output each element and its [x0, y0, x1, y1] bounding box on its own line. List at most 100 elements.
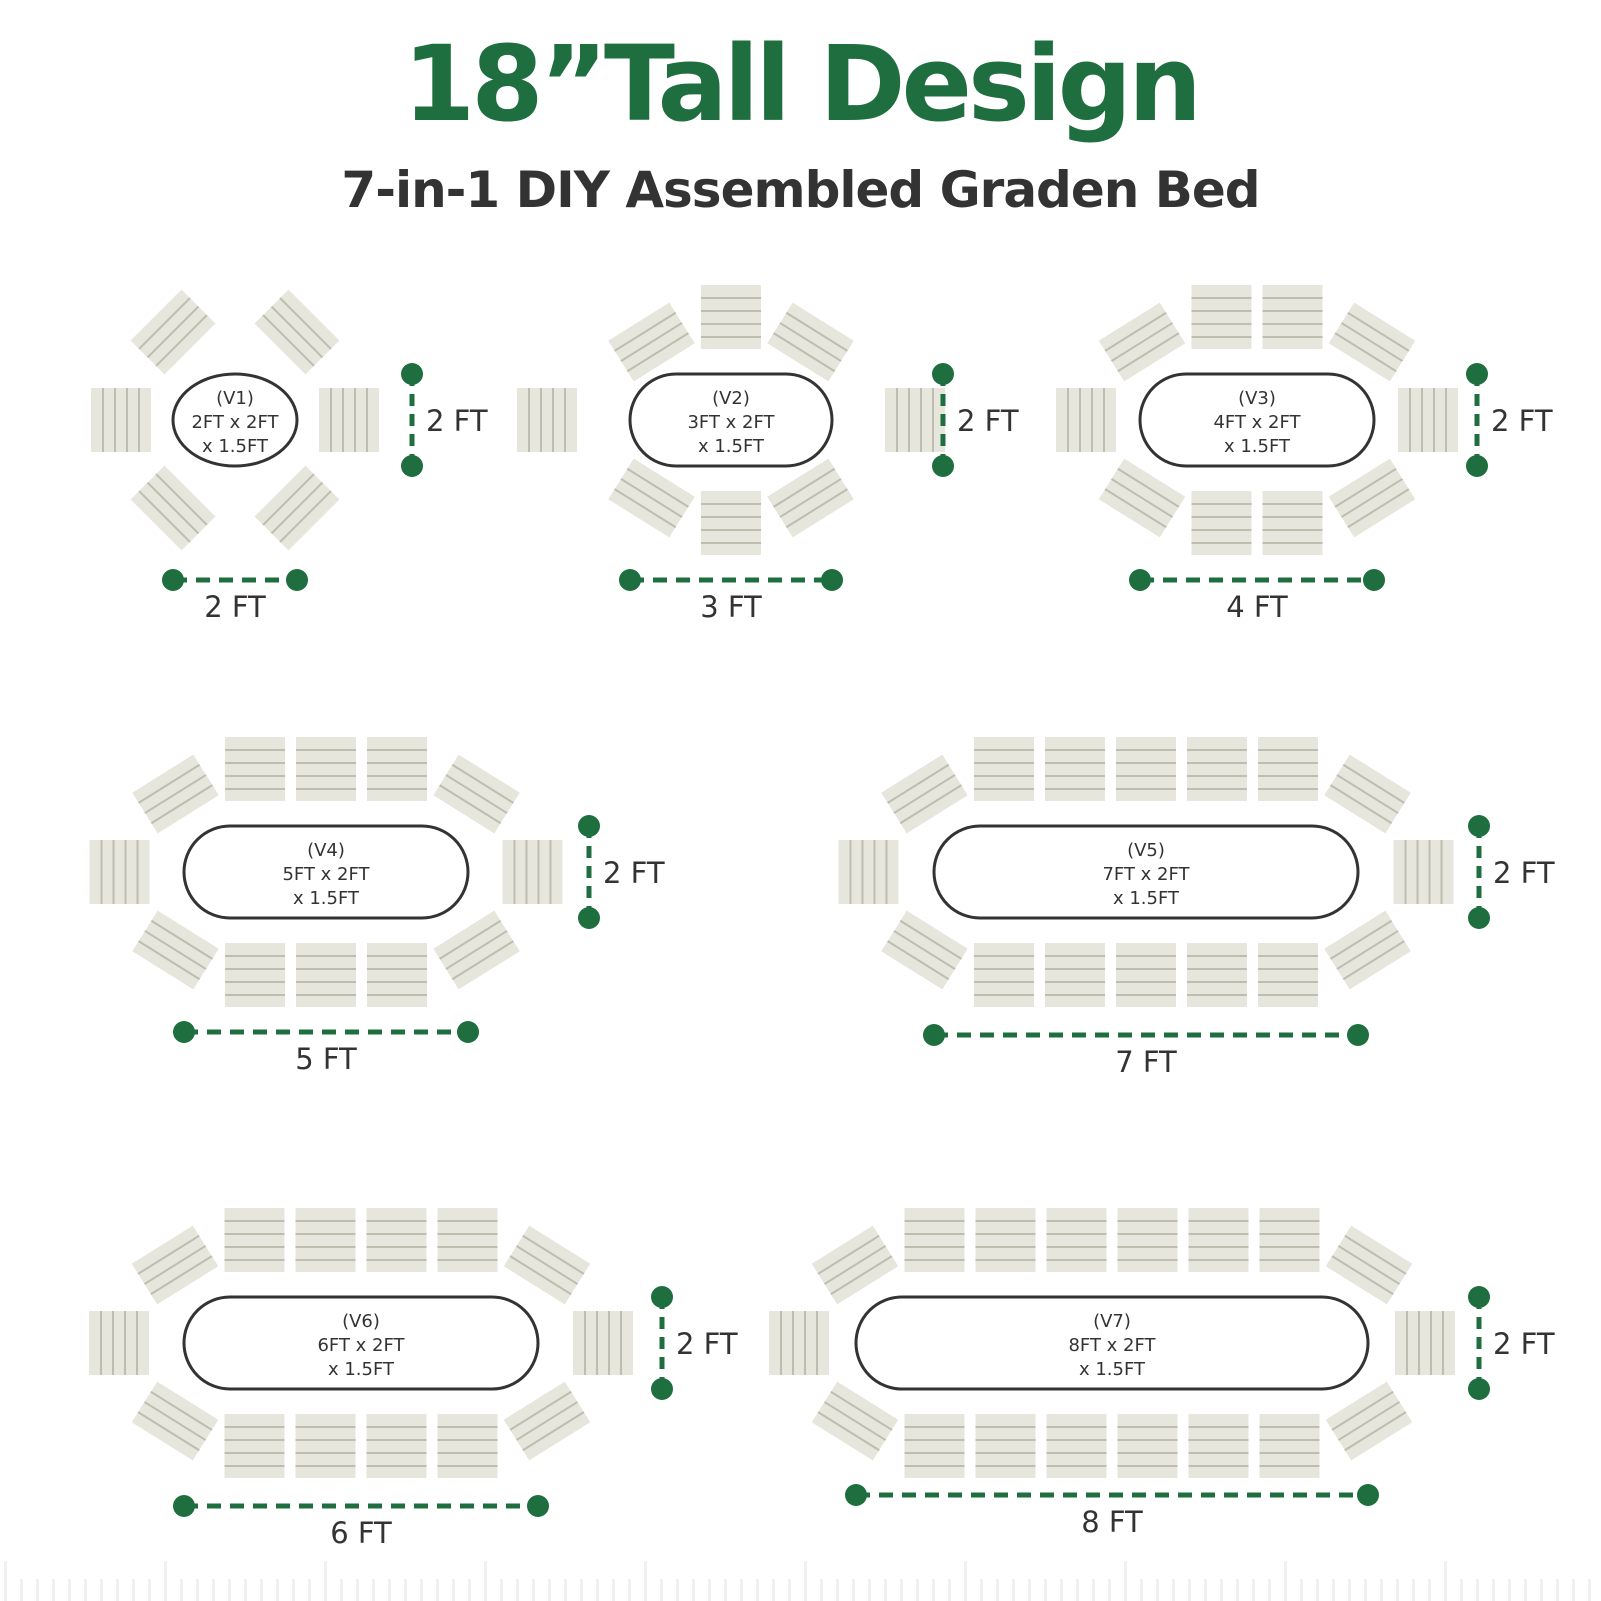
strip-tick	[1172, 1579, 1175, 1601]
variant-dimensions: 2FT x 2FT	[191, 412, 279, 433]
panel-corner-top-left	[810, 1224, 900, 1306]
panel-straight-top	[1115, 736, 1177, 802]
strip-tick	[548, 1579, 551, 1601]
panel-end-right	[318, 387, 380, 453]
strip-tick	[1348, 1579, 1351, 1601]
panel-straight-bottom	[1115, 942, 1177, 1008]
panel-straight-bottom	[903, 1413, 966, 1479]
variant-code: (V2)	[712, 388, 750, 409]
strip-tick	[1444, 1561, 1447, 1601]
panel-corner-top-left	[880, 753, 969, 835]
panel-straight-bottom	[366, 942, 428, 1008]
strip-tick	[1476, 1579, 1479, 1601]
panel-end-right	[1392, 839, 1455, 905]
page-title: 18”Tall Design	[402, 23, 1202, 145]
strip-tick	[324, 1561, 327, 1601]
strip-tick	[196, 1579, 199, 1601]
panel-corner-top-left	[129, 288, 217, 376]
variant-height: x 1.5FT	[202, 436, 269, 457]
bed-outline	[1138, 372, 1376, 468]
panel-corner-bottom-right	[253, 464, 341, 552]
panel-straight-top	[974, 1207, 1037, 1273]
strip-tick	[260, 1579, 263, 1601]
panel-straight-top	[903, 1207, 966, 1273]
strip-tick	[1284, 1561, 1287, 1601]
panel-straight-bottom	[1044, 942, 1106, 1008]
strip-tick	[1204, 1579, 1207, 1601]
bed-outline	[628, 372, 834, 468]
bottom-decorative-strip	[4, 1561, 1591, 1601]
panel-straight-bottom	[973, 942, 1035, 1008]
strip-tick	[292, 1579, 295, 1601]
length-dimension-start	[845, 1484, 867, 1506]
length-dimension-start	[619, 569, 641, 591]
strip-tick	[1428, 1579, 1431, 1601]
width-dimension-start	[401, 363, 423, 385]
panel-straight-bottom	[223, 1413, 286, 1479]
width-dimension-end	[1468, 1378, 1490, 1400]
strip-tick	[1236, 1579, 1239, 1601]
strip-tick	[708, 1579, 711, 1601]
length-dimension-end	[1347, 1024, 1369, 1046]
strip-tick	[452, 1579, 455, 1601]
panel-corner-top-left	[131, 753, 220, 835]
strip-tick	[4, 1561, 7, 1601]
strip-tick	[1572, 1579, 1575, 1601]
strip-tick	[1156, 1579, 1159, 1601]
panel-corner-bottom-right	[1324, 1380, 1414, 1462]
strip-tick	[436, 1579, 439, 1601]
panel-straight-top	[294, 1207, 357, 1273]
panel-corner-top-left	[130, 1224, 220, 1306]
strip-tick	[1108, 1579, 1111, 1601]
panel-corner-top-right	[502, 1224, 592, 1306]
strip-tick	[308, 1579, 311, 1601]
panel-straight-bottom	[1257, 942, 1319, 1008]
panel-corner-bottom-right	[1327, 457, 1417, 539]
strip-tick	[852, 1579, 855, 1601]
strip-tick	[1220, 1579, 1223, 1601]
strip-tick	[1460, 1579, 1463, 1601]
strip-tick	[996, 1579, 999, 1601]
strip-tick	[1028, 1579, 1031, 1601]
strip-tick	[1380, 1579, 1383, 1601]
panel-end-left	[88, 1310, 150, 1376]
strip-tick	[916, 1579, 919, 1601]
width-dimension-start	[1466, 363, 1488, 385]
strip-tick	[388, 1579, 391, 1601]
width-dimension-end	[932, 455, 954, 477]
panel-corner-bottom-left	[607, 457, 696, 539]
panel-corner-top-right	[1327, 301, 1417, 383]
strip-tick	[980, 1579, 983, 1601]
panel-straight-top	[1257, 736, 1319, 802]
width-label: 2 FT	[1493, 856, 1555, 890]
panel-straight-bottom	[1116, 1413, 1179, 1479]
strip-tick	[964, 1561, 967, 1601]
strip-tick	[1124, 1561, 1127, 1601]
variant-height: x 1.5FT	[328, 1359, 395, 1380]
variant-height: x 1.5FT	[293, 888, 360, 909]
strip-tick	[1540, 1579, 1543, 1601]
strip-tick	[276, 1579, 279, 1601]
width-dimension-end	[1468, 907, 1490, 929]
strip-tick	[180, 1579, 183, 1601]
strip-tick	[20, 1579, 23, 1601]
strip-tick	[836, 1579, 839, 1601]
length-label: 4 FT	[1226, 590, 1288, 624]
variant-height: x 1.5FT	[1079, 1359, 1146, 1380]
panel-straight-bottom	[1045, 1413, 1108, 1479]
length-dimension-end	[457, 1021, 479, 1043]
panel-straight-top	[1187, 1207, 1250, 1273]
strip-tick	[500, 1579, 503, 1601]
strip-tick	[372, 1579, 375, 1601]
strip-tick	[164, 1561, 167, 1601]
strip-tick	[52, 1579, 55, 1601]
panel-straight-top	[1261, 284, 1324, 350]
length-label: 3 FT	[700, 590, 762, 624]
panel-corner-bottom-left	[810, 1380, 900, 1462]
length-label: 7 FT	[1115, 1045, 1177, 1079]
width-label: 2 FT	[1493, 1327, 1555, 1361]
variant-dimensions: 7FT x 2FT	[1102, 864, 1190, 885]
